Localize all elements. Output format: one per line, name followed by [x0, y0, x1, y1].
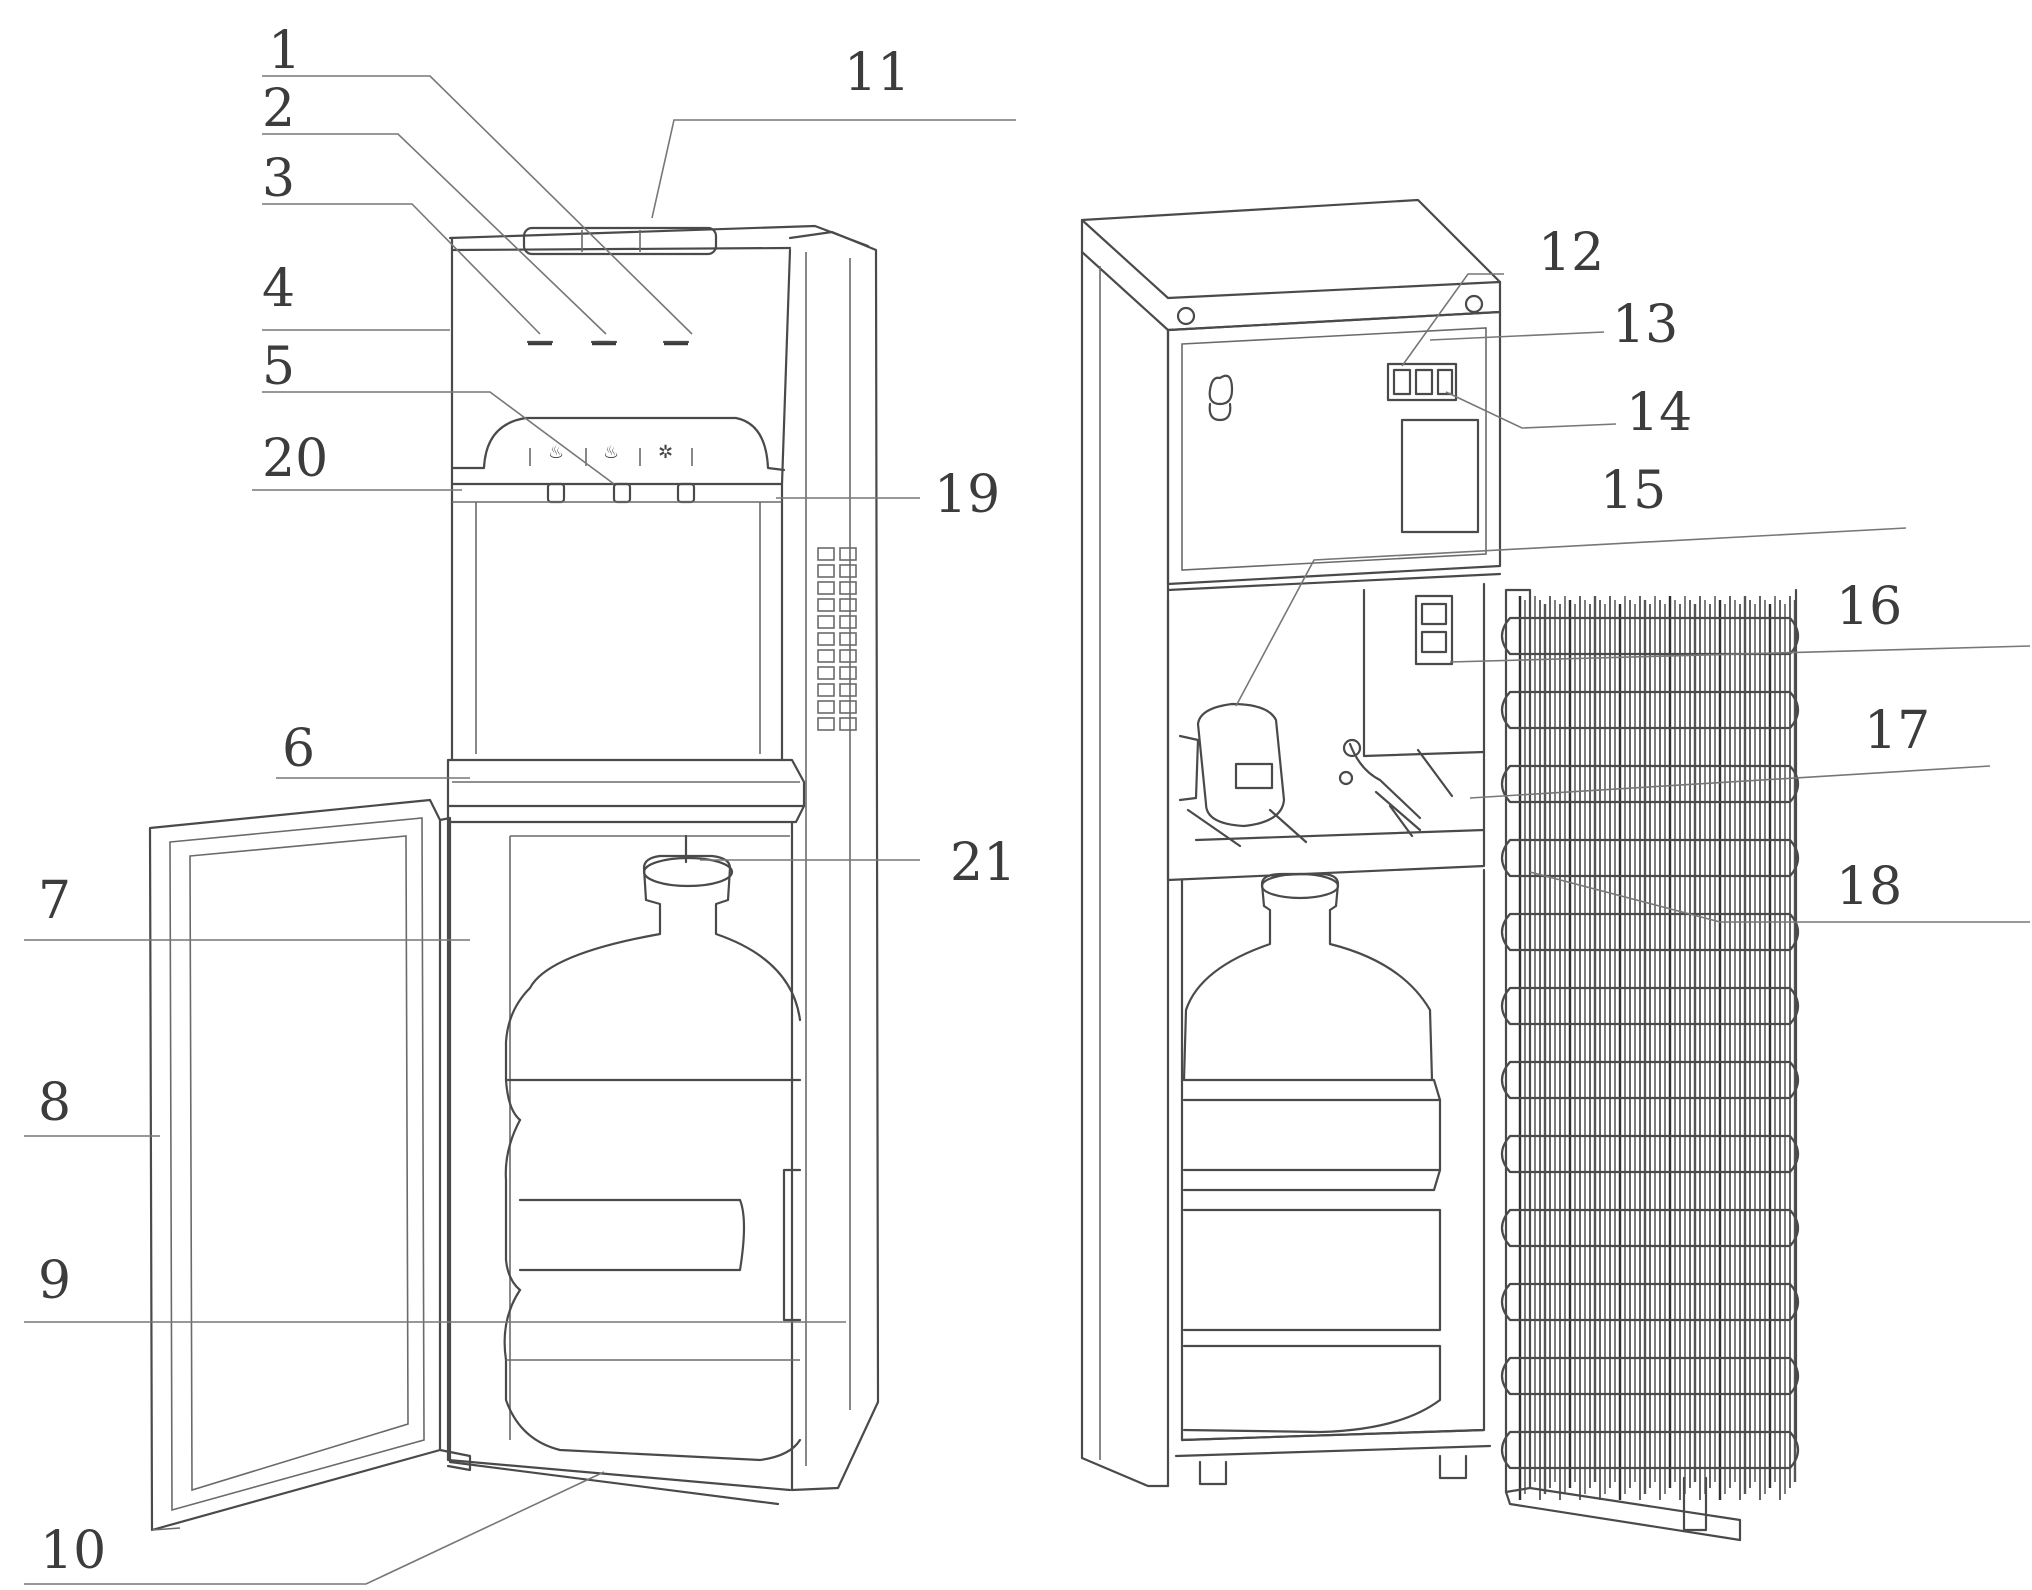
- callout-17: 17: [1864, 701, 1930, 761]
- vent-slot: [817, 649, 835, 663]
- rear-top: [1080, 198, 1502, 332]
- water-bottle: [503, 854, 802, 1462]
- base-plate: [448, 1460, 780, 1506]
- callout-15: 15: [1600, 461, 1666, 521]
- callout-5: 5: [262, 337, 295, 397]
- vent-slot: [817, 666, 835, 680]
- leader-15: [1235, 527, 1907, 707]
- front-view: ♨ ♨ ✲: [148, 224, 880, 1532]
- callout-4: 4: [262, 259, 295, 319]
- leader-lines: [24, 75, 2031, 1585]
- callout-6: 6: [282, 719, 315, 779]
- vent-slot: [817, 598, 835, 612]
- callout-18: 18: [1836, 857, 1902, 917]
- vent-slot: [839, 598, 857, 612]
- top-cap: [448, 224, 870, 256]
- rear-side-panel: [1080, 250, 1170, 1488]
- rear-bottle: [1174, 868, 1492, 1486]
- divider-shelf: [1166, 572, 1502, 592]
- vent-slot: [839, 564, 857, 578]
- vent-slot: [817, 581, 835, 595]
- tap-housing: ♨ ♨ ✲: [450, 416, 786, 504]
- callout-3: 3: [262, 149, 295, 209]
- side-vent-grille: [817, 547, 857, 731]
- leader-16: [1449, 645, 2031, 663]
- vent-slot: [839, 683, 857, 697]
- vent-slot: [839, 666, 857, 680]
- drip-tray: [446, 758, 806, 824]
- vent-slot: [817, 700, 835, 714]
- vent-slot: [817, 717, 835, 731]
- vent-slot: [817, 683, 835, 697]
- leader-1: [262, 75, 693, 335]
- callout-11: 11: [844, 43, 910, 103]
- compressor-compartment: [1166, 582, 1486, 882]
- vent-slot: [839, 581, 857, 595]
- vent-slot: [817, 615, 835, 629]
- callout-10: 10: [40, 1521, 106, 1581]
- cold-tap: [676, 482, 696, 504]
- callout-14: 14: [1626, 383, 1692, 443]
- hot-tap: [546, 482, 566, 504]
- hot-tap-icon: ♨: [548, 442, 564, 463]
- lower-cabinet: [446, 820, 794, 1492]
- callout-20: 20: [262, 429, 328, 489]
- leader-3: [262, 203, 541, 335]
- vent-slot: [839, 632, 857, 646]
- condenser-coil: [1500, 596, 1800, 1500]
- vent-slot: [817, 564, 835, 578]
- normal-tap: [612, 482, 632, 504]
- rating-label: [1400, 418, 1480, 534]
- cabinet-side-panel: [788, 230, 880, 1492]
- leader-5: [262, 391, 615, 485]
- callout-2: 2: [262, 79, 295, 139]
- vent-slot: [817, 632, 835, 646]
- callout-21: 21: [950, 833, 1016, 893]
- callout-9: 9: [38, 1251, 71, 1311]
- callout-7: 7: [38, 871, 71, 931]
- compressor: [1178, 702, 1308, 848]
- vent-slot: [839, 649, 857, 663]
- vent-slot: [839, 615, 857, 629]
- vent-slot: [839, 547, 857, 561]
- upper-panel: [450, 248, 792, 486]
- condenser-frame: [1504, 588, 1798, 1542]
- switch-cluster: [1386, 362, 1458, 402]
- cold-tap-icon: ✲: [658, 442, 673, 463]
- leader-18: [1529, 871, 2030, 923]
- leader-13: [1429, 331, 1605, 341]
- vent-slot: [839, 717, 857, 731]
- leader-14: [1445, 391, 1617, 429]
- callout-1: 1: [268, 21, 301, 81]
- callout-13: 13: [1612, 295, 1678, 355]
- leader-17: [1469, 765, 1991, 799]
- leader-10: [24, 1471, 605, 1585]
- callout-8: 8: [38, 1073, 71, 1133]
- upper-back-panel: [1166, 310, 1502, 586]
- dispensing-recess: [450, 482, 784, 762]
- leader-11: [651, 119, 1016, 219]
- open-door: [148, 798, 472, 1532]
- leader-12: [1401, 273, 1504, 367]
- callout-labels: 1 2 3 4 5 20 6 7 8 9 10 11 19 21 12 13 1…: [38, 21, 1930, 1581]
- normal-tap-icon: ♨: [603, 442, 619, 463]
- callout-19: 19: [934, 465, 1000, 525]
- callout-16: 16: [1836, 577, 1902, 637]
- vent-slot: [839, 700, 857, 714]
- callout-12: 12: [1538, 223, 1604, 283]
- leader-2: [262, 133, 607, 335]
- rear-view: [1080, 198, 1800, 1542]
- vent-slot: [817, 547, 835, 561]
